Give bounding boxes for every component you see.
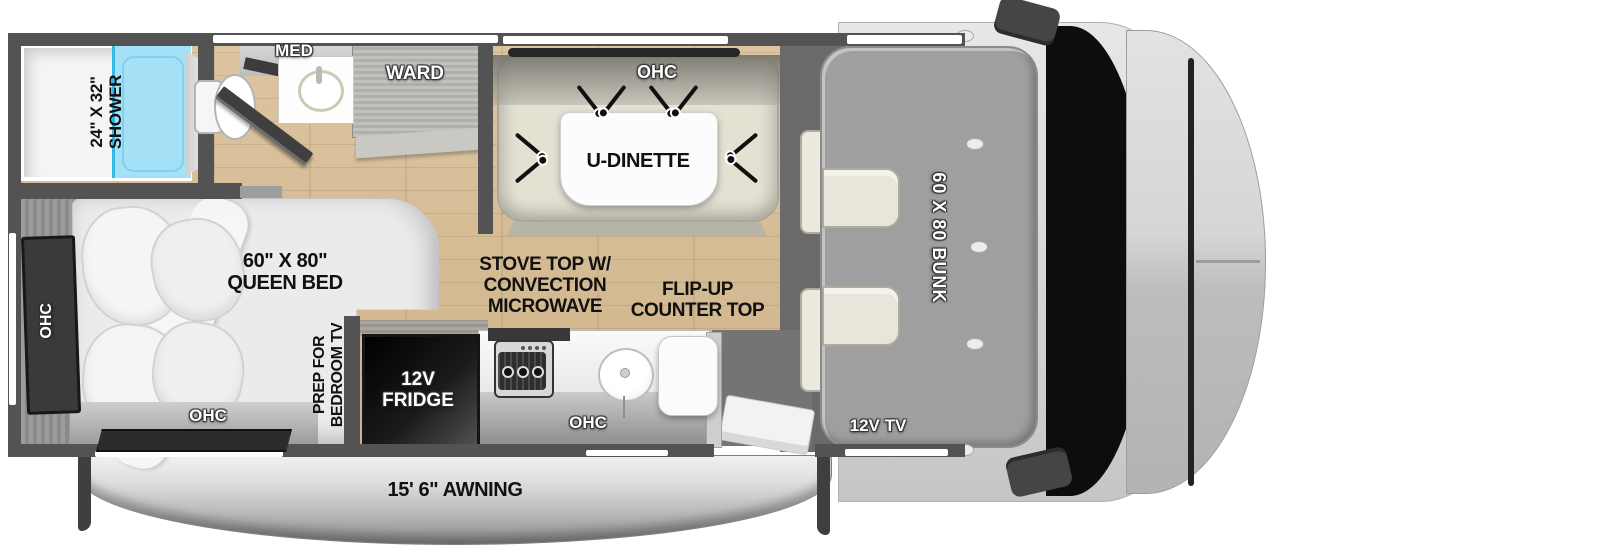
bathroom-threshold <box>240 186 282 198</box>
med-label: MED <box>275 41 313 60</box>
flip-up-counter <box>658 336 718 416</box>
wall-dinette-left <box>478 36 493 234</box>
bedroom-ohc-left-label: OHC <box>38 303 56 339</box>
dinette-ohc-label: OHC <box>637 62 677 82</box>
window-top-2 <box>503 36 728 44</box>
flip-up-label: FLIP-UP COUNTER TOP <box>630 279 765 321</box>
window-top-3 <box>847 35 962 44</box>
shower-pan <box>112 46 191 178</box>
bunk-label: 60 X 80 BUNK <box>928 172 949 304</box>
window-bottom-3 <box>845 449 948 456</box>
window-bottom-1 <box>95 451 283 457</box>
ward-cabinet <box>352 42 480 138</box>
bunk <box>820 46 1038 448</box>
dinette-table-label: U-DINETTE <box>586 150 690 172</box>
burner-icon <box>502 366 514 378</box>
burner-icon <box>517 366 529 378</box>
dinette-window-sill <box>508 48 740 57</box>
clearance-light <box>966 338 984 350</box>
queen-bed-label: 60" X 80" QUEEN BED <box>227 250 343 294</box>
wall-bathroom-bottom <box>8 183 242 199</box>
cab-seat-cushion <box>822 286 900 346</box>
shower-label: 24" X 32" SHOWER <box>87 74 125 150</box>
window-bottom-2 <box>586 450 668 456</box>
shower-pan-inner <box>122 56 184 172</box>
stove-label: STOVE TOP W/ CONVECTION MICROWAVE <box>479 254 611 317</box>
awning-end-right <box>817 455 830 535</box>
sink-drain <box>620 368 630 378</box>
dinette-ohc-band <box>492 55 780 105</box>
sink-faucet <box>316 66 322 84</box>
tv-prep-label: PREP FOR BEDROOM TV <box>311 322 346 428</box>
front-cap-seam <box>1188 58 1194 486</box>
bedroom-ohc-bottom-panel <box>96 429 292 452</box>
bedroom-ohc-bottom-label: OHC <box>189 406 227 425</box>
dinette-table <box>560 112 718 206</box>
ward-label: WARD <box>385 63 445 84</box>
burner-icon <box>532 366 544 378</box>
front-cap-midline <box>1196 260 1260 263</box>
window-left <box>9 233 16 405</box>
window-top-1 <box>213 35 498 43</box>
range-hood <box>488 328 570 341</box>
fridge-label: 12V FRIDGE <box>382 369 454 411</box>
cab-tv-label: 12V TV <box>849 416 907 435</box>
fridge-cabinet-top <box>348 320 488 336</box>
awning-label: 15' 6" AWNING <box>387 479 523 501</box>
kitchen-ohc-label: OHC <box>569 413 607 432</box>
awning-end-left <box>78 455 91 531</box>
stove-knobs <box>521 346 525 350</box>
wall-kitchen-left <box>344 316 360 452</box>
cab-seat-cushion <box>822 168 900 228</box>
clearance-light <box>966 138 984 150</box>
sink-faucet-stem <box>623 396 625 418</box>
clearance-light <box>970 241 988 253</box>
